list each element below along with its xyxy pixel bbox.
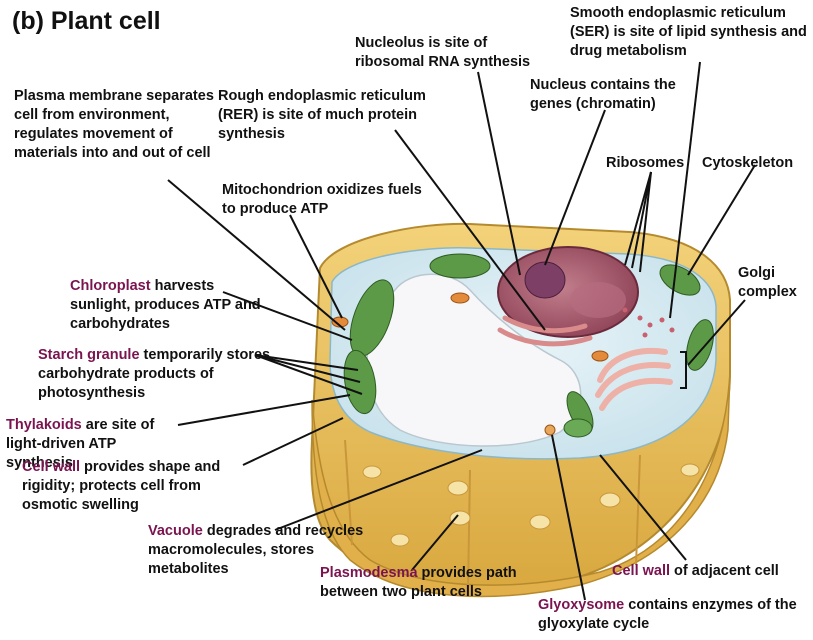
ribosomes [622,307,675,338]
cell-wall-desc: provides shape and rigidity; protects ce… [22,459,221,513]
cell-wall-term: Cell wall [22,459,81,475]
label-cytoskeleton: Cytoskeleton [702,155,794,171]
plasmodesma-desc: provides path between two plant cells [320,565,517,600]
leader-lines [167,61,756,601]
vacuole-desc: degrades and recycles macromolecules, st… [148,523,364,577]
plasmodesma-term: Plasmodesma [320,565,418,581]
glyoxysome [544,424,556,436]
label-ser: Smooth endoplasmic reticulum (SER) is si… [570,5,807,59]
cell-wall-adjacent-term: Cell wall [612,563,671,579]
figure-title: (b) Plant cell [12,7,161,35]
label-plasma-membrane: Plasma membrane separates cell from envi… [14,88,214,161]
starch-term: Starch granule [38,347,140,363]
label-mitochondrion: Mitochondrion oxidizes fuels to produce … [222,182,422,217]
label-thylakoids: Thylakoids are site of light-driven ATP … [6,416,186,473]
vacuole-term: Vacuole [148,523,203,539]
label-glyoxysome: Glyoxysome contains enzymes of the glyox… [538,596,803,634]
starch-desc: temporarily stores carbohydrate products… [38,347,271,401]
cell-wall-adjacent-desc: of adjacent cell [670,563,779,579]
label-cell-wall: Cell wall provides shape and rigidity; p… [22,458,252,515]
thylakoids-desc: are site of light-driven ATP synthesis [6,417,155,471]
chloroplast-term: Chloroplast [70,278,151,294]
label-rer: Rough endoplasmic reticulum (RER) is sit… [218,88,426,142]
label-ribosomes: Ribosomes [606,155,685,171]
golgi-complex [595,347,673,411]
label-golgi: Golgi complex [738,265,797,300]
label-plasmodesma: Plasmodesma provides path between two pl… [320,564,550,602]
glyoxysome-term: Glyoxysome [538,597,625,613]
chloroplast-desc: harvests sunlight, produces ATP and carb… [70,278,261,332]
label-chloroplast: Chloroplast harvests sunlight, produces … [70,277,275,334]
label-starch-granule: Starch granule temporarily stores carboh… [38,346,283,403]
label-nucleus: Nucleus contains the genes (chromatin) [530,77,676,112]
label-vacuole: Vacuole degrades and recycles macromolec… [148,522,393,579]
label-nucleolus: Nucleolus is site of ribosomal RNA synth… [355,35,531,70]
thylakoids-term: Thylakoids [6,417,82,433]
mitochondria [331,292,609,362]
rough-er [497,315,593,347]
label-cell-wall-adjacent: Cell wall of adjacent cell [612,562,812,581]
glyoxysome-desc: contains enzymes of the glyoxylate cycle [538,597,797,632]
